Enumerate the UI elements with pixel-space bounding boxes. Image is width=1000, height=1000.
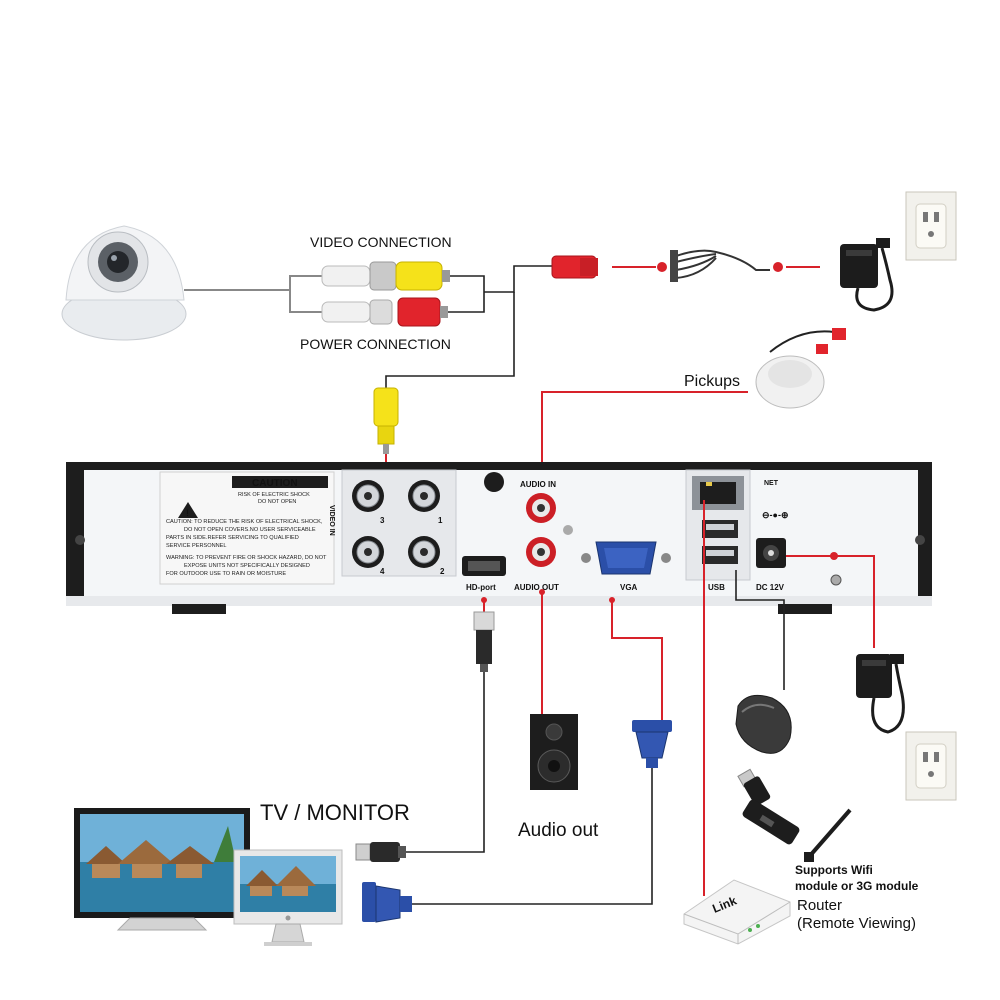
wall-outlet-top-icon [905, 191, 957, 261]
audio-out-dot [539, 589, 545, 595]
vga-cable [412, 597, 663, 905]
power-dot-1 [657, 262, 667, 272]
router-icon [683, 879, 791, 945]
power-dc-connector [321, 297, 448, 327]
hdmi-cable [404, 597, 487, 853]
audio-in-label: AUDIO IN [520, 480, 556, 489]
dc-power-cable [786, 552, 875, 648]
camera-link-wires [385, 265, 552, 388]
usb-port-2[interactable] [702, 546, 738, 564]
bnc-port-4[interactable] [352, 536, 384, 568]
audio-out-label: AUDIO OUT [514, 583, 559, 592]
usb-port-1[interactable] [702, 520, 738, 538]
usb-label: USB [708, 583, 725, 592]
vga-plug-bottom [362, 882, 412, 923]
video-in-label: VIDEO IN [328, 505, 335, 536]
dc-12v-port[interactable] [756, 538, 786, 568]
usb-mouse-icon [735, 694, 792, 754]
video-connection-label: VIDEO CONNECTION [310, 234, 452, 250]
video-in-block: VIDEO IN 3 1 4 2 [328, 469, 457, 577]
video-bnc-connector [321, 261, 450, 291]
svg-text:!: ! [186, 508, 189, 518]
wifi-3g-dongle-icon [742, 799, 852, 862]
router-caption-line-2: (Remote Viewing) [797, 915, 916, 932]
wall-outlet-bottom-icon [905, 731, 957, 801]
camera-pigtail-cable [184, 275, 326, 313]
caution-title: CAUTION [252, 478, 298, 489]
speaker-icon [530, 714, 578, 790]
hd-port-label: HD-port [466, 583, 496, 592]
bnc-number-3: 3 [380, 516, 385, 525]
warning-line-3: PARTS IN SIDE.REFER SERVICING TO QUALIFI… [166, 535, 299, 541]
imac-monitor-icon [233, 849, 343, 946]
hdmi-plug-top [473, 611, 495, 672]
warning-line-2: DO NOT OPEN COVERS.NO USER SERVICEABLE [184, 527, 316, 533]
warning-line-1: CAUTION: TO REDUCE THE RISK OF ELECTRICA… [166, 519, 323, 525]
panel-screw [563, 525, 573, 535]
bnc-number-1: 1 [438, 516, 443, 525]
wifi-caption-line-1: Supports Wifi [795, 863, 873, 877]
dvr-back-panel: ! CAUTION RISK OF ELECTRIC SHOCK DO NOT … [66, 462, 932, 614]
ground-screw [830, 574, 842, 586]
power-connection-label: POWER CONNECTION [300, 336, 451, 352]
hdmi-port[interactable] [462, 556, 506, 576]
pickup-microphone-icon [755, 328, 846, 409]
hdmi-plug-bottom [355, 842, 406, 862]
router-caption-line-1: Router [797, 897, 842, 914]
tv-monitor-icon [74, 808, 250, 931]
bnc-number-4: 4 [380, 567, 385, 576]
ethernet-port[interactable] [692, 476, 744, 510]
bnc-number-2: 2 [440, 567, 445, 576]
dc-polarity-icon: ⊖-●-⊕ [762, 510, 789, 520]
bnc-port-2[interactable] [408, 536, 440, 568]
vga-label: VGA [620, 583, 638, 592]
caution-sub-2: DO NOT OPEN [258, 499, 296, 505]
warning-line-5: WARNING: TO PREVENT FIRE OR SHOCK HAZARD… [166, 555, 327, 561]
warning-line-4: SERVICE PERSONNEL [166, 543, 227, 549]
dc-12v-label: DC 12V [756, 583, 785, 592]
power-adapter-bottom-icon [856, 654, 905, 734]
usb-stick-icon [737, 768, 771, 806]
dome-camera [61, 225, 187, 341]
bnc-port-3[interactable] [352, 480, 384, 512]
audio-in-port[interactable] [526, 493, 556, 523]
power-splitter-icon [670, 249, 770, 282]
audio-out-port[interactable] [526, 537, 556, 567]
usb-mouse-cable [735, 570, 785, 690]
caution-sub-1: RISK OF ELECTRIC SHOCK [238, 492, 310, 498]
power-dot-2 [773, 262, 783, 272]
dc-female-plug [551, 255, 598, 279]
power-adapter-top-icon [840, 238, 894, 312]
net-label: NET [764, 480, 779, 487]
audio-out-caption: Audio out [518, 820, 599, 841]
audio-in-wire [541, 391, 748, 484]
warning-line-6: EXPOSE UNITS NOT SPECIFICALLY DESIGNED [184, 563, 310, 569]
video-in-plug [373, 387, 399, 454]
pickups-label: Pickups [684, 373, 740, 390]
net-usb-block [685, 469, 751, 581]
vga-port[interactable] [581, 541, 671, 575]
tv-monitor-label: TV / MONITOR [260, 800, 410, 825]
vga-plug-top [632, 720, 672, 768]
bnc-port-1[interactable] [408, 480, 440, 512]
wifi-caption-line-2: module or 3G module [795, 879, 919, 893]
warning-line-7: FOR OUTDOOR USE TO RAIN OR MOISTURE [166, 571, 286, 577]
